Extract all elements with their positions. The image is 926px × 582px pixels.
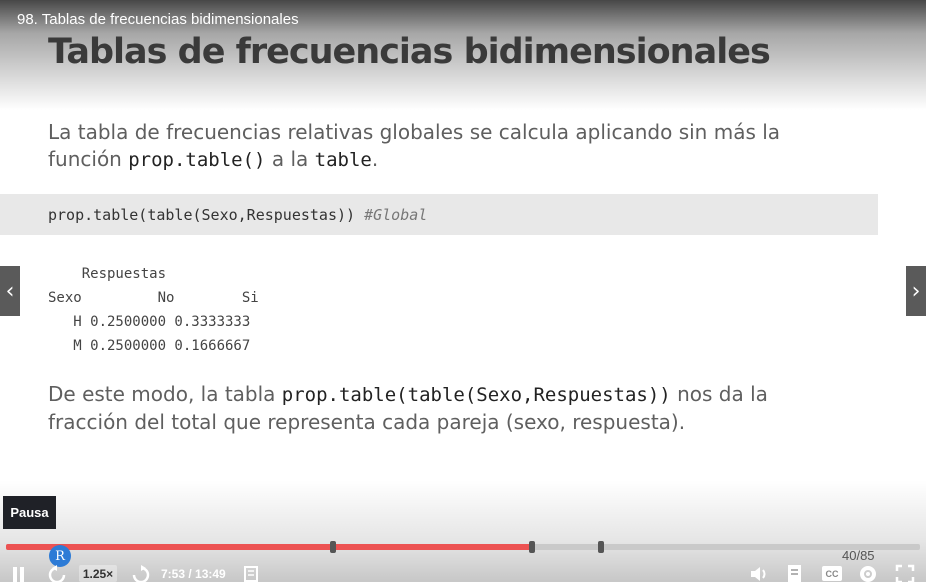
bottom-overlay	[0, 480, 926, 582]
slide-title: Tablas de frecuencias bidimensionales	[48, 32, 771, 72]
chapter-marker[interactable]	[598, 541, 604, 553]
player-controls: 1.25× 7:53 / 13:49 CC	[0, 563, 926, 582]
outro-paragraph: De este modo, la tabla prop.table(table(…	[48, 381, 848, 436]
intro-paragraph: La tabla de frecuencias relativas global…	[48, 119, 848, 174]
intro-text-1: La tabla de frecuencias relativas global…	[48, 120, 781, 171]
forward-icon[interactable]	[131, 565, 151, 582]
progress-fill	[6, 544, 532, 550]
r-output: Respuestas Sexo No Si H 0.2500000 0.3333…	[48, 262, 259, 358]
rewind-icon[interactable]	[47, 565, 67, 582]
outro-code-1: prop.table(table(Sexo,Respuestas))	[281, 384, 671, 406]
next-slide-button[interactable]: ›	[906, 266, 926, 316]
code-comment: #Global	[364, 206, 428, 224]
output-line: H 0.2500000 0.3333333	[48, 314, 251, 330]
fullscreen-icon[interactable]	[895, 564, 915, 582]
time-display: 7:53 / 13:49	[161, 566, 226, 581]
volume-icon[interactable]	[749, 565, 769, 582]
chapter-marker[interactable]	[330, 541, 336, 553]
intro-text-2: a la	[265, 147, 315, 171]
playback-speed-button[interactable]: 1.25×	[79, 565, 117, 582]
avatar: R	[49, 545, 71, 567]
outro-text-2: nos da la fracción del total que represe…	[48, 382, 768, 434]
transcript-icon[interactable]	[786, 564, 804, 582]
captions-icon[interactable]: CC	[821, 565, 843, 582]
intro-text-3: .	[371, 147, 379, 171]
svg-text:CC: CC	[826, 569, 839, 579]
notes-icon[interactable]	[244, 566, 261, 582]
chevron-right-icon: ›	[911, 278, 921, 304]
top-overlay	[0, 0, 926, 110]
output-line: Sexo No Si	[48, 290, 259, 306]
intro-code-2: table	[314, 149, 372, 171]
pause-tooltip: Pausa	[3, 496, 56, 529]
slide-counter: 40/85	[842, 548, 875, 563]
output-line: M 0.2500000 0.1666667	[48, 338, 251, 354]
settings-icon[interactable]	[858, 564, 878, 582]
chevron-left-icon: ‹	[5, 278, 15, 304]
code-line: prop.table(table(Sexo,Respuestas)) #Glob…	[48, 206, 427, 224]
progress-handle[interactable]	[529, 541, 535, 553]
pause-icon[interactable]	[10, 566, 26, 582]
code-command: prop.table(table(Sexo,Respuestas))	[48, 206, 365, 224]
output-line: Respuestas	[48, 266, 167, 282]
progress-bar[interactable]	[6, 541, 920, 553]
prev-slide-button[interactable]: ‹	[0, 266, 20, 316]
code-block: prop.table(table(Sexo,Respuestas)) #Glob…	[0, 194, 878, 235]
intro-code-1: prop.table()	[128, 149, 266, 171]
lecture-title: 98. Tablas de frecuencias bidimensionale…	[17, 11, 299, 28]
outro-text-1: De este modo, la tabla	[48, 382, 282, 406]
